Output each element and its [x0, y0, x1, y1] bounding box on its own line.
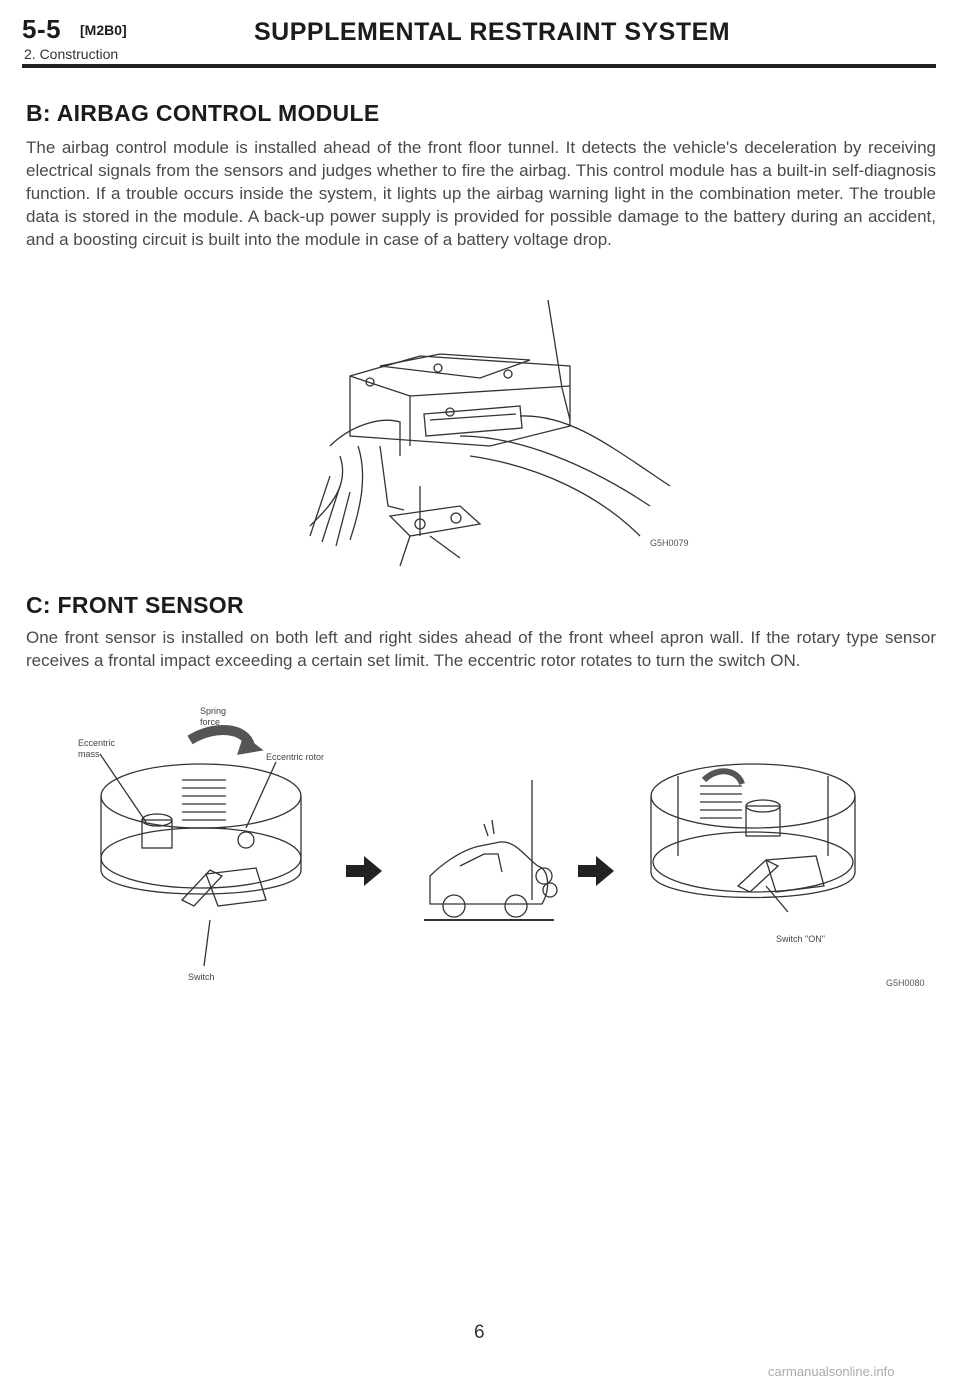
label-eccentric-rotor: Eccentric rotor	[266, 752, 325, 762]
section-c-title: C: FRONT SENSOR	[26, 592, 244, 618]
car-impact-figure	[420, 780, 560, 940]
section-subtitle: 2. Construction	[24, 46, 119, 62]
arrow-right-icon	[578, 856, 614, 886]
page-number: 6	[474, 1322, 485, 1343]
airbag-module-figure	[270, 296, 690, 578]
front-sensor-on-figure	[638, 736, 868, 956]
figure-code-c: G5H0080	[886, 978, 925, 988]
label-switch-on: Switch "ON"	[776, 934, 825, 944]
label-eccentric-mass: Eccentric mass	[78, 738, 116, 759]
section-number: 5-5	[22, 14, 62, 44]
label-switch: Switch	[188, 972, 215, 982]
figure-code-b: G5H0079	[650, 538, 689, 548]
watermark: carmanualsonline.info	[768, 1364, 895, 1379]
section-b-body: The airbag control module is installed a…	[26, 138, 936, 249]
label-spring-force: Spring force	[200, 706, 227, 727]
section-code: [M2B0]	[80, 22, 127, 38]
page-title: SUPPLEMENTAL RESTRAINT SYSTEM	[254, 18, 731, 46]
arrow-right-icon	[346, 856, 382, 886]
section-b-title: B: AIRBAG CONTROL MODULE	[26, 100, 380, 126]
front-sensor-idle-figure	[86, 710, 316, 970]
header-rule	[22, 64, 936, 68]
section-c-body: One front sensor is installed on both le…	[26, 628, 936, 670]
